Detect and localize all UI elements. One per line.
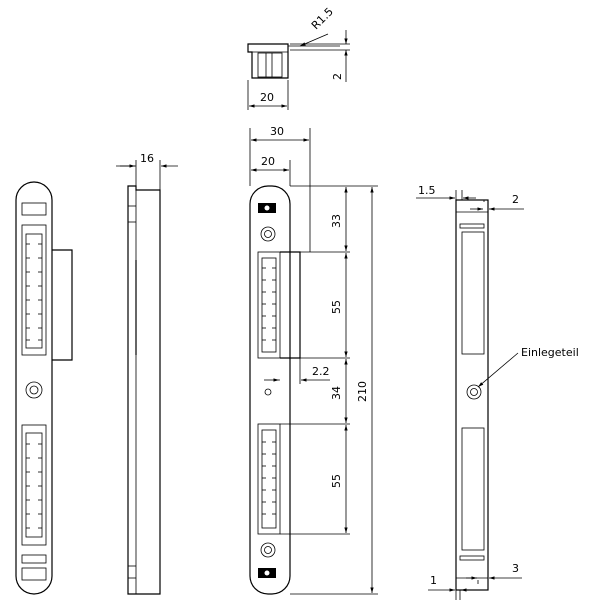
dim-33-label: 33 [330,214,343,228]
side-view: 16 [116,152,178,595]
dim-55-lower-label: 55 [330,474,343,488]
dim-2-right-label: 2 [512,193,519,206]
dim-1-label: 1 [430,574,437,587]
width-20-label: 20 [260,91,274,104]
dim-210-label: 210 [356,381,369,402]
top-view: R1.5 2 20 [247,5,350,110]
dim-1-5-label: 1.5 [418,184,436,197]
dim-3-label: 3 [512,562,519,575]
height-2-label: 2 [331,73,344,80]
dim-20-label: 20 [261,155,275,168]
strike-plate-left [15,181,53,595]
dim-55-upper-label: 55 [330,300,343,314]
front-view-right: 1.5 2 Einlegeteil 1 3 [416,184,579,600]
dim-2-2-label: 2.2 [312,365,330,378]
dim-30-label: 30 [270,125,284,138]
front-view-dimensioned: 30 20 33 55 34 55 210 2.2 [249,125,378,595]
screw-slot-icon [21,202,47,216]
front-view-left [15,181,73,595]
radius-label: R1.5 [309,5,336,32]
dim-34-label: 34 [330,386,343,400]
side-profile [127,185,161,595]
einlegeteil-callout: Einlegeteil [521,346,579,359]
depth-16-label: 16 [140,152,154,165]
